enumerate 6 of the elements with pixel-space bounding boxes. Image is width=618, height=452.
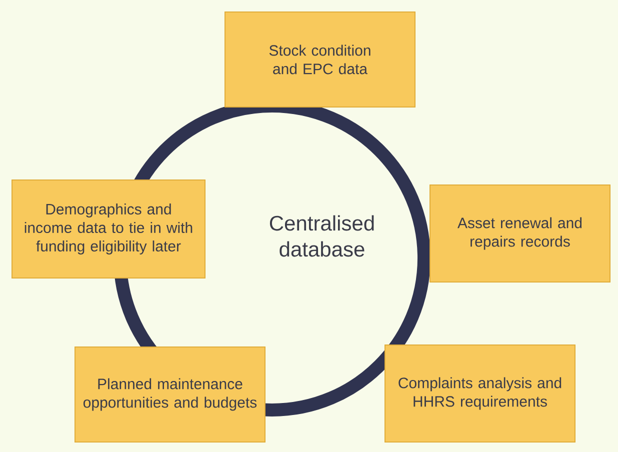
text-box: Complaints analysis and HHRS requirements xyxy=(384,344,576,442)
center-label: Centralised database xyxy=(270,215,374,257)
text-box: Stock condition and EPC data xyxy=(224,12,416,108)
text-box: Planned maintenance opportunities and budgets xyxy=(74,346,266,442)
text-box: Demographics and income data to tie in with funding eligibility later xyxy=(12,180,206,278)
text-box: Asset renewal and repairs records xyxy=(430,184,610,282)
